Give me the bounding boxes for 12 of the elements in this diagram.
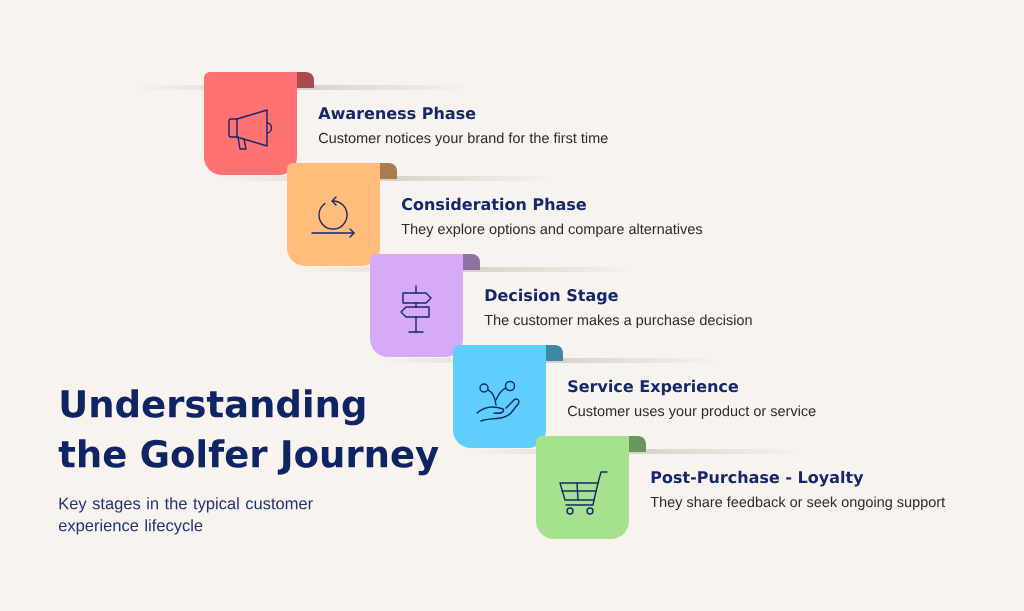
stage-description: Customer uses your product or service [567, 405, 816, 419]
stage-description: They share feedback or seek ongoing support [650, 496, 946, 510]
subtitle: Key stages in the typical customer experience lifecycle [58, 497, 313, 535]
title: Understanding the Golfer Journey [58, 389, 439, 476]
stage-heading: Decision Stage [485, 288, 618, 305]
stage-description: Customer notices your brand for the first time [318, 132, 608, 146]
stage-description: They explore options and compare alternatives [401, 223, 703, 237]
stage-heading: Post-Purchase - Loyalty [651, 470, 864, 487]
stage-heading: Consideration Phase [402, 197, 586, 211]
stage-heading: Service Experience [568, 379, 738, 396]
stage-heading: Awareness Phase [318, 106, 476, 120]
stage-description: The customer makes a purchase decision [484, 314, 752, 328]
